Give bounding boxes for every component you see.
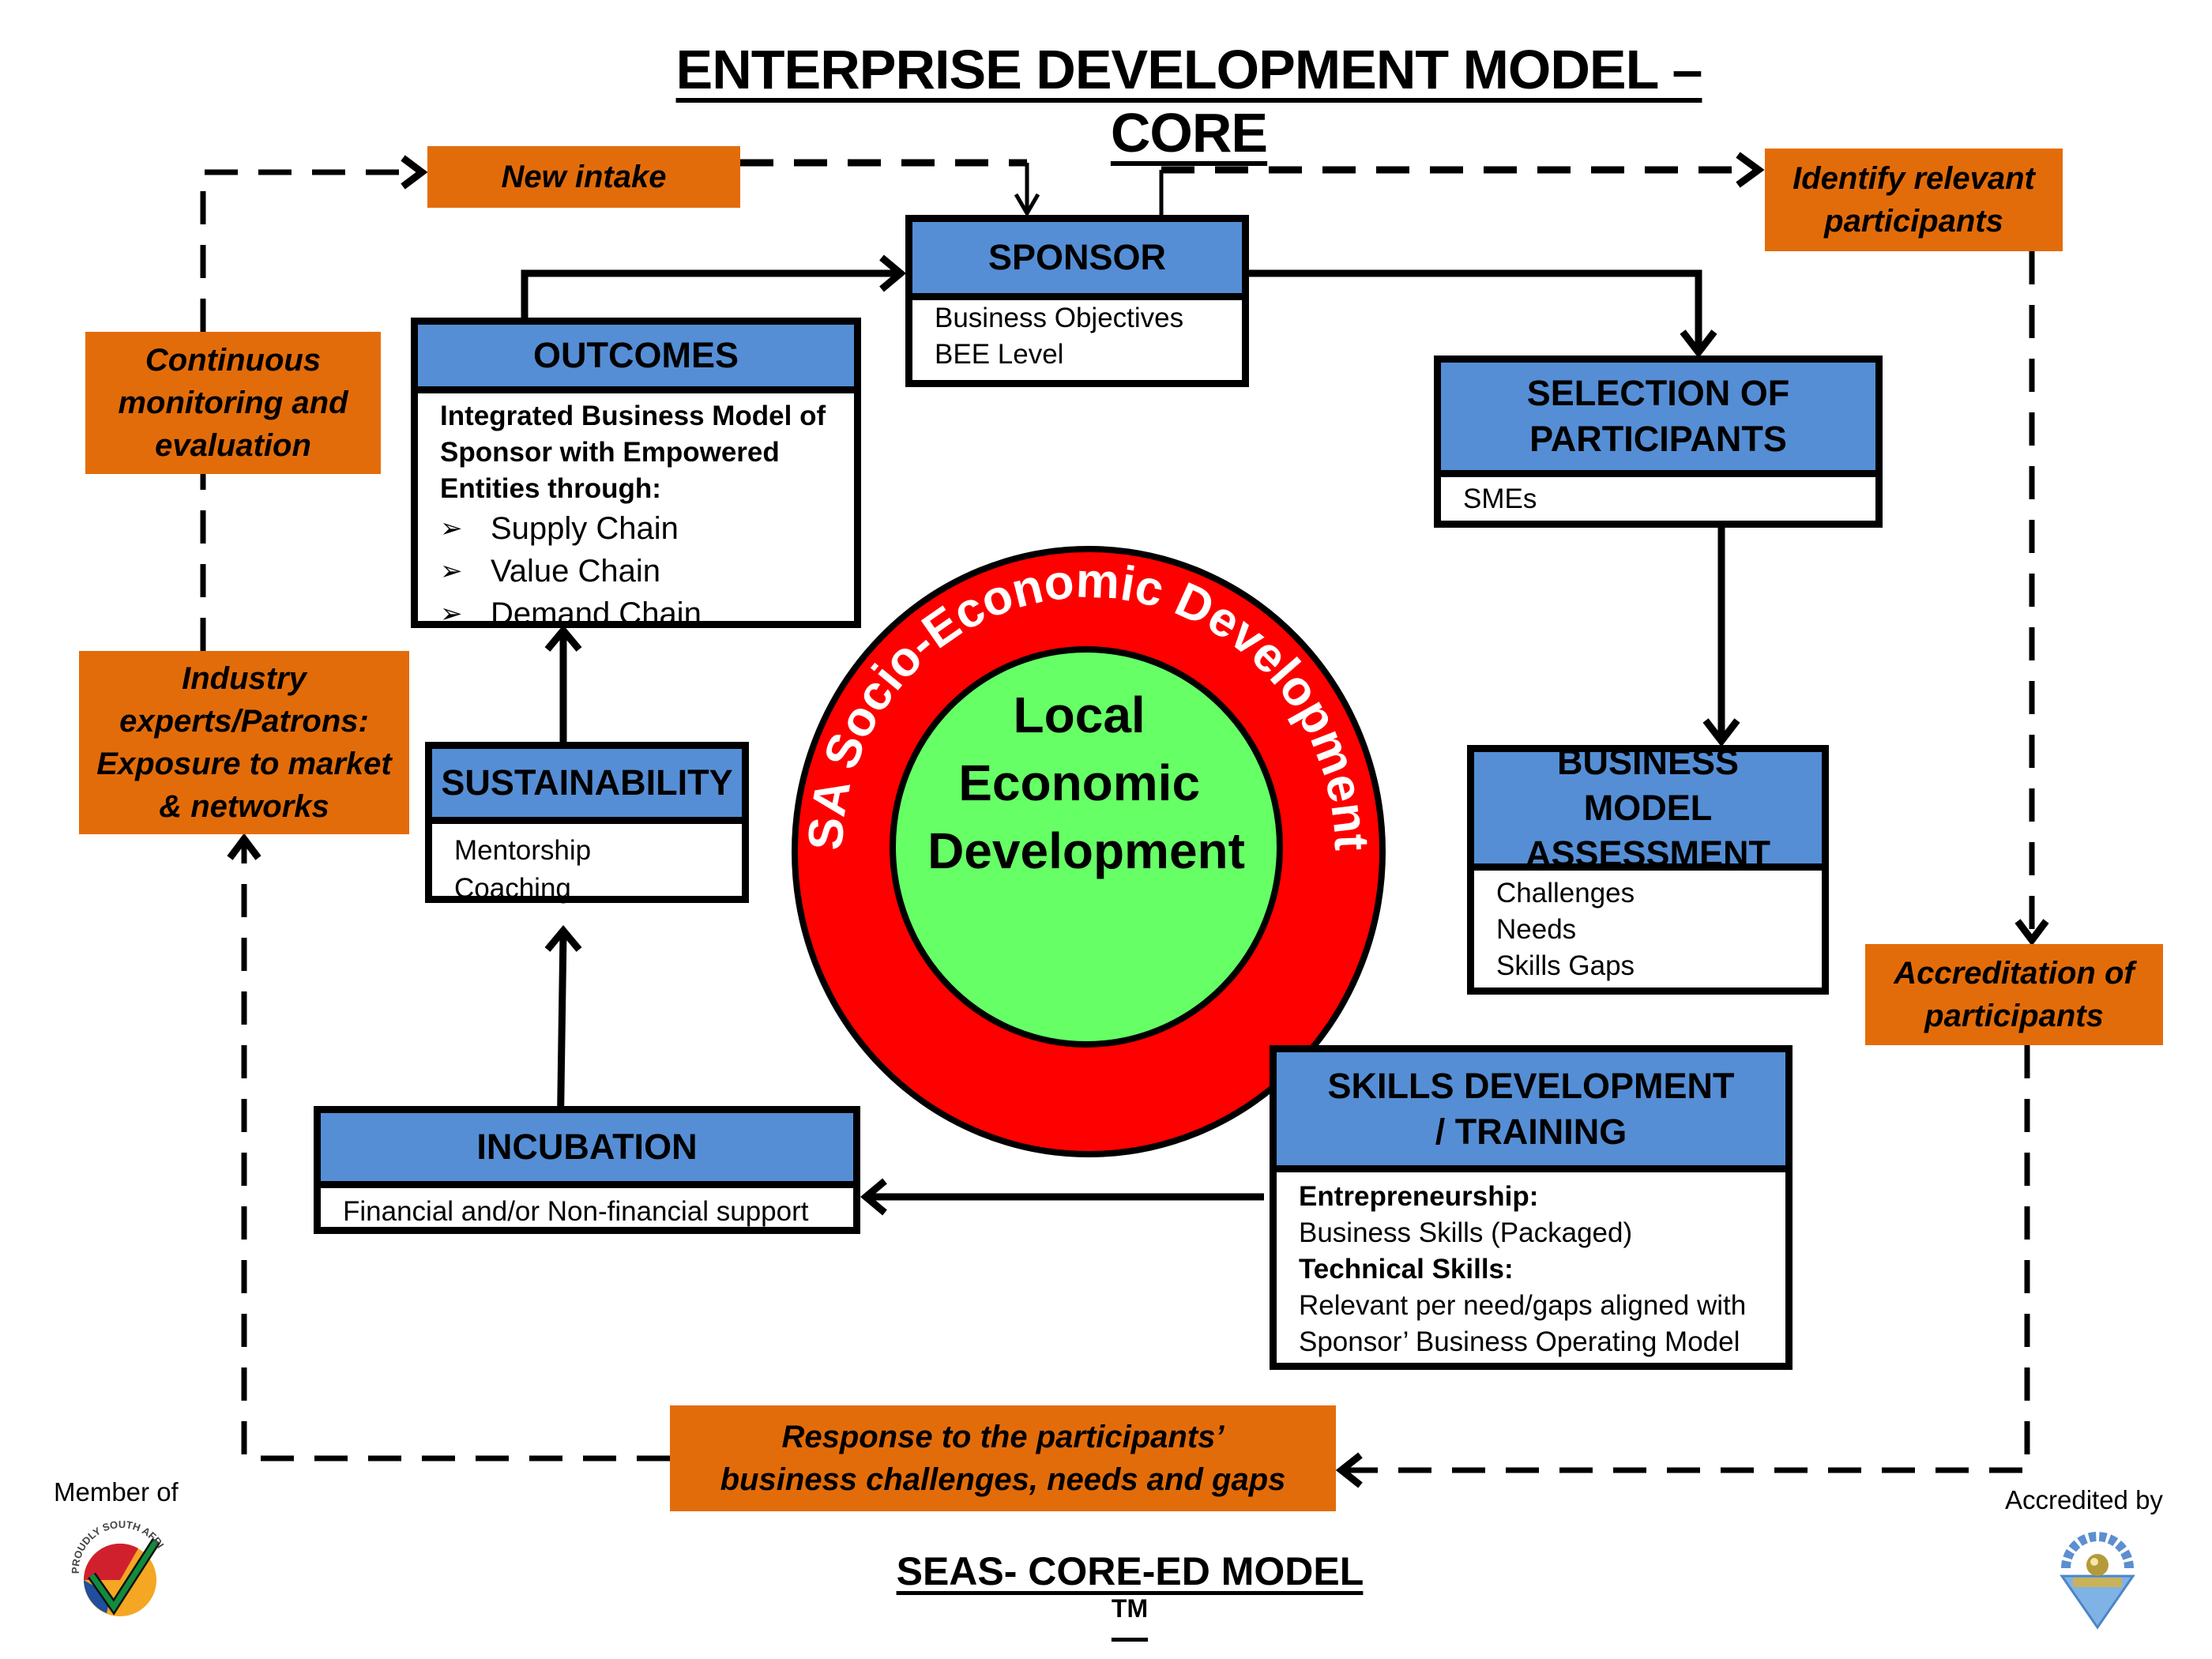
skills-body: Entrepreneurship: Business Skills (Packa… <box>1277 1172 1785 1360</box>
arrowhead-incubation-to-sustainability <box>544 924 582 952</box>
identify-participants-box: Identify relevant participants <box>1765 149 2063 251</box>
model-name-text: SEAS- CORE-ED MODEL <box>896 1549 1364 1593</box>
arrowhead-outcomes-to-sponsor <box>879 254 907 292</box>
bma-item: Needs <box>1496 914 1577 945</box>
incubation-body: Financial and/or Non-financial support <box>321 1188 853 1230</box>
incubation-box: INCUBATION Financial and/or Non-financia… <box>314 1106 860 1234</box>
outer-ring-label: SA Socio-Economic Development <box>798 553 1379 852</box>
member-of-label: Member of <box>54 1477 179 1507</box>
accredited-by-label: Accredited by <box>2005 1485 2163 1514</box>
skills-heading: SKILLS DEVELOPMENT / TRAINING <box>1277 1052 1785 1172</box>
inner-line-1: Local <box>1014 687 1146 743</box>
bullet-text: Value Chain <box>491 554 660 589</box>
page-title: ENTERPRISE DEVELOPMENT MODEL – CORE <box>675 39 1703 164</box>
arrow-bullet-icon: ➢ <box>440 599 463 629</box>
outcomes-bullet: ➢ Demand Chain <box>440 592 846 635</box>
bma-item: Skills Gaps <box>1496 950 1635 981</box>
outcomes-bullet: ➢ Supply Chain <box>440 507 846 550</box>
response-box: Response to the participants’ business c… <box>670 1405 1336 1511</box>
sponsor-box: SPONSOR Business Objectives BEE Level <box>905 215 1249 387</box>
arrowhead-intake-to-sponsor <box>1014 193 1040 217</box>
selection-box: SELECTION OF PARTICIPANTS SMEs <box>1434 356 1883 528</box>
arrowhead-to-intake <box>401 155 428 190</box>
trademark-mark: TM <box>1111 1594 1149 1623</box>
inner-line-2: Economic <box>958 754 1200 811</box>
arrow-bullet-icon: ➢ <box>440 514 463 544</box>
sponsor-item: BEE Level <box>935 339 1064 370</box>
sustainability-box: SUSTAINABILITY Mentorship Coaching <box>425 742 749 904</box>
sustainability-item: Mentorship <box>454 835 592 866</box>
arrowhead-to-accreditation <box>2014 919 2049 946</box>
continuous-monitoring-label: Continuous monitoring and evaluation <box>118 343 348 463</box>
outcomes-box: OUTCOMES Integrated Business Model of Sp… <box>411 318 861 631</box>
selection-heading: SELECTION OF PARTICIPANTS <box>1441 363 1875 477</box>
arrowhead-sponsor-to-selection <box>1680 329 1717 359</box>
selection-item: SMEs <box>1463 483 1537 514</box>
arrowhead-selection-to-bma <box>1702 718 1740 747</box>
sponsor-item: Business Objectives <box>935 303 1184 333</box>
skills-line: Entrepreneurship: <box>1299 1181 1539 1212</box>
skills-line: Business Skills (Packaged) <box>1299 1217 1633 1248</box>
industry-experts-label: Industry experts/Patrons: Exposure to ma… <box>96 661 392 824</box>
sponsor-heading: SPONSOR <box>912 222 1242 300</box>
new-intake-box: New intake <box>427 146 740 208</box>
arrow-outcomes-to-sponsor <box>521 269 899 318</box>
bma-item: Challenges <box>1496 878 1635 908</box>
skills-line: Relevant per need/gaps aligned with <box>1299 1290 1747 1321</box>
bullet-text: Supply Chain <box>491 511 679 546</box>
bma-heading: BUSINESS MODEL ASSESSMENT <box>1474 742 1822 874</box>
sustainability-heading: SUSTAINABILITY <box>432 749 742 824</box>
identify-participants-label: Identify relevant participants <box>1793 161 2035 239</box>
arrow-bullet-icon: ➢ <box>440 556 463 586</box>
incubation-heading: INCUBATION <box>321 1113 853 1188</box>
outcomes-body: Integrated Business Model of Sponsor wit… <box>418 393 854 635</box>
response-label: Response to the participants’ business c… <box>720 1420 1286 1497</box>
proudly-south-african-logo: PROUDLY SOUTH AFRICAN <box>59 1507 182 1627</box>
sustainability-body: Mentorship Coaching <box>432 824 742 908</box>
inner-line-3: Development <box>927 822 1245 879</box>
skills-line: Sponsor’ Business Operating Model <box>1299 1326 1740 1357</box>
accreditation-label: Accreditation of participants <box>1894 956 2135 1033</box>
arrow-sponsor-to-selection <box>1249 269 1702 349</box>
accreditation-box: Accreditation of participants <box>1865 944 2163 1045</box>
arrowhead-to-response <box>1335 1452 1363 1488</box>
selection-body: SMEs <box>1441 477 1875 517</box>
sustainability-item: Coaching <box>454 873 571 904</box>
skills-development-box: SKILLS DEVELOPMENT / TRAINING Entreprene… <box>1270 1045 1793 1370</box>
services-seta-logo <box>2046 1529 2149 1631</box>
model-name: SEAS- CORE-ED MODEL TM <box>885 1548 1375 1641</box>
business-model-assessment-box: BUSINESS MODEL ASSESSMENT Challenges Nee… <box>1467 742 1829 995</box>
skills-line: Technical Skills: <box>1299 1254 1514 1285</box>
arrowhead-skills-to-incubation <box>860 1178 887 1216</box>
dash-continuous-to-intake <box>200 169 419 332</box>
industry-experts-box: Industry experts/Patrons: Exposure to ma… <box>79 651 409 834</box>
services-seta-logo-icon <box>2060 1532 2135 1630</box>
inner-circle-label: Local Economic Development <box>927 687 1245 879</box>
bma-body: Challenges Needs Skills Gaps <box>1474 871 1822 984</box>
outcomes-intro: Integrated Business Model of Sponsor wit… <box>440 401 826 504</box>
inner-circle <box>890 646 1283 1048</box>
outcomes-heading: OUTCOMES <box>418 325 854 393</box>
outcomes-bullet: ➢ Value Chain <box>440 550 846 592</box>
new-intake-label: New intake <box>501 160 667 194</box>
sponsor-body: Business Objectives BEE Level <box>912 300 1242 373</box>
proudly-sa-logo-icon: PROUDLY SOUTH AFRICAN <box>59 1507 167 1616</box>
incubation-item: Financial and/or Non-financial support <box>343 1196 809 1227</box>
arrowhead-to-industry <box>227 833 261 860</box>
bullet-text: Demand Chain <box>491 596 702 631</box>
continuous-monitoring-box: Continuous monitoring and evaluation <box>85 332 381 474</box>
